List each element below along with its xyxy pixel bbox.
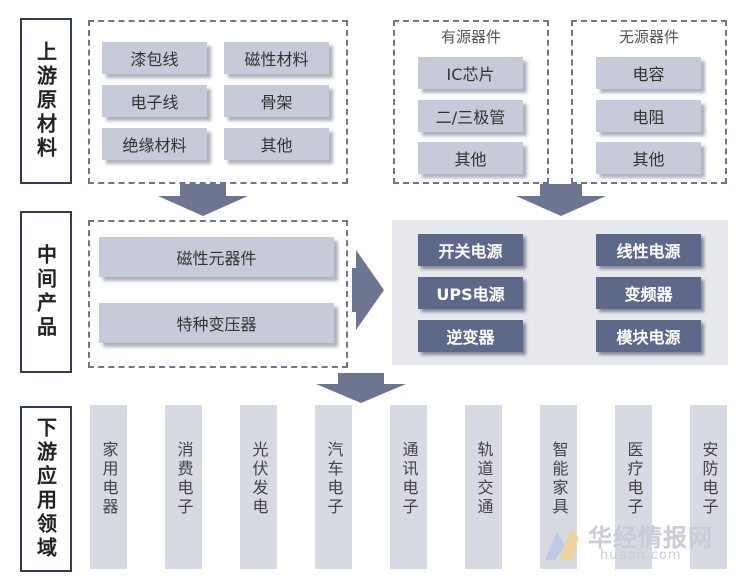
passive-devices-title: 无源器件 — [618, 28, 679, 46]
downstream-label: 光伏发电 — [249, 441, 269, 517]
row-label-text: 中间产品 — [33, 244, 58, 340]
active-devices-title: 有源器件 — [440, 28, 501, 46]
row-label-text: 上游原材料 — [33, 41, 58, 161]
watermark-logo-icon — [545, 528, 579, 560]
watermark-name: 华经情报网 — [588, 524, 713, 552]
arrow-down-left — [158, 184, 248, 216]
downstream-label: 汽车电子 — [324, 441, 344, 517]
power-chip: 逆变器 — [418, 320, 523, 352]
material-chip: 骨架 — [224, 85, 329, 117]
material-chip: 其他 — [224, 128, 329, 160]
active-device-chip: 其他 — [418, 142, 523, 174]
downstream-label: 家用电器 — [99, 441, 119, 517]
intermediate-chip: 磁性元器件 — [99, 237, 334, 277]
arrow-down-bottom — [316, 373, 406, 403]
material-chip: 电子线 — [102, 85, 207, 117]
material-chip: 绝缘材料 — [102, 128, 207, 160]
intermediate-chip: 特种变压器 — [99, 303, 334, 343]
downstream-column: 通讯电子 — [390, 405, 427, 569]
downstream-label: 安防电子 — [699, 441, 719, 517]
passive-device-chip: 其他 — [596, 142, 701, 174]
downstream-label: 消费电子 — [174, 441, 194, 517]
power-chip: UPS电源 — [418, 277, 523, 309]
downstream-column: 汽车电子 — [315, 405, 352, 569]
downstream-column: 轨道交通 — [465, 405, 502, 569]
arrow-down-right — [516, 184, 606, 216]
material-chip: 漆包线 — [102, 42, 207, 74]
downstream-label: 通讯电子 — [399, 441, 419, 517]
downstream-column: 光伏发电 — [240, 405, 277, 569]
downstream-label: 智能家具 — [549, 441, 569, 517]
passive-device-chip: 电容 — [596, 57, 701, 89]
downstream-label: 医疗电子 — [624, 441, 644, 517]
active-device-chip: IC芯片 — [418, 57, 523, 89]
row-label-text: 下游应用领域 — [33, 417, 58, 561]
downstream-column: 智能家具 — [540, 405, 577, 569]
downstream-label: 轨道交通 — [474, 441, 494, 517]
row-label-upstream: 上游原材料 — [20, 18, 72, 184]
downstream-column: 家用电器 — [90, 405, 127, 569]
material-chip: 磁性材料 — [224, 42, 329, 74]
active-device-chip: 二/三极管 — [418, 100, 523, 132]
downstream-column: 医疗电子 — [615, 405, 652, 569]
arrow-right-middle — [352, 250, 384, 330]
power-chip: 开关电源 — [418, 234, 523, 266]
power-chip: 变频器 — [596, 277, 701, 309]
passive-device-chip: 电阻 — [596, 100, 701, 132]
row-label-intermediate: 中间产品 — [20, 211, 72, 373]
watermark-url: huaon.com — [600, 548, 682, 563]
row-label-downstream: 下游应用领域 — [20, 406, 72, 572]
power-chip: 模块电源 — [596, 320, 701, 352]
downstream-column: 消费电子 — [165, 405, 202, 569]
power-chip: 线性电源 — [596, 234, 701, 266]
downstream-column: 安防电子 — [690, 405, 727, 569]
